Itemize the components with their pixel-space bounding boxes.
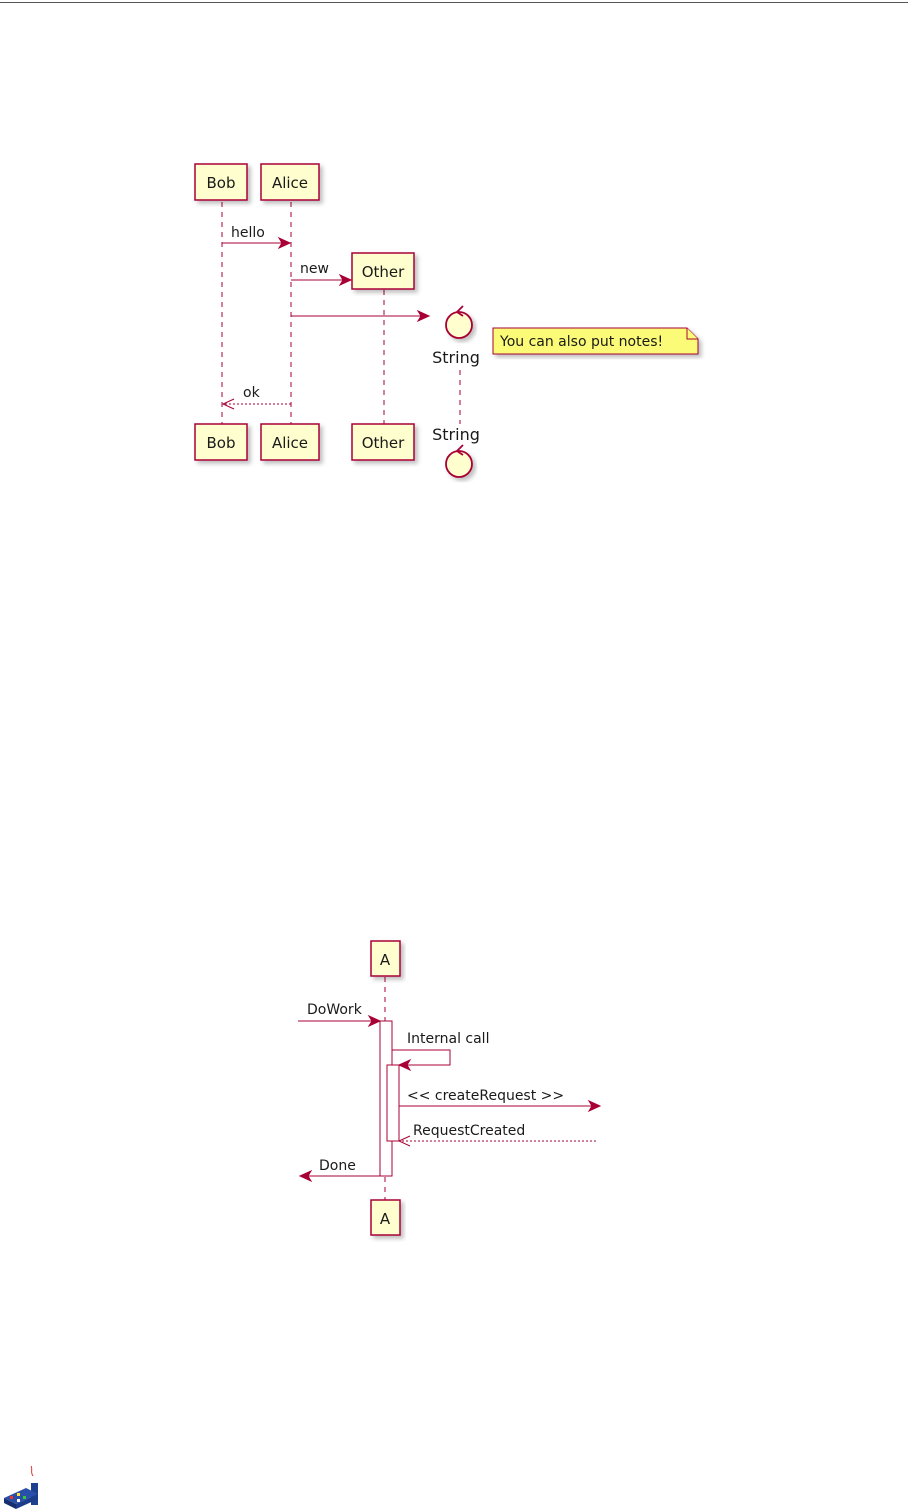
open-arrowhead-icon — [221, 398, 235, 410]
message-label: << createRequest >> — [407, 1088, 564, 1104]
message-label: RequestCreated — [413, 1123, 525, 1139]
message-done: Done — [298, 1158, 380, 1183]
sequence-diagram-1: Bob Alice hello new Other — [194, 163, 699, 478]
message-create-string — [291, 309, 431, 323]
message-request-created: RequestCreated — [397, 1123, 598, 1147]
participant-label: A — [380, 1210, 391, 1228]
message-label: hello — [231, 225, 265, 241]
logo-icon — [4, 1465, 38, 1509]
participant-label: String — [432, 425, 480, 444]
message-ok: ok — [221, 385, 291, 410]
message-create-request: << createRequest >> — [399, 1088, 602, 1113]
participant-string-created: String — [432, 305, 480, 367]
participant-label: Bob — [207, 434, 236, 452]
arrowhead-icon — [338, 273, 353, 287]
control-icon — [445, 450, 473, 478]
message-label: Done — [319, 1158, 356, 1174]
arrowhead-icon — [298, 1169, 313, 1183]
message-new: new — [291, 261, 353, 287]
arrowhead-icon — [397, 1058, 412, 1072]
participant-a-top: A — [370, 940, 401, 977]
participant-alice-bottom: Alice — [260, 423, 320, 461]
message-label: ok — [243, 385, 261, 401]
note: You can also put notes! — [492, 327, 699, 355]
note-text: You can also put notes! — [499, 334, 663, 350]
participant-bob-top: Bob — [194, 163, 248, 201]
participant-string-bottom: String — [432, 425, 480, 478]
control-icon — [445, 311, 473, 339]
arrowhead-icon — [277, 236, 292, 250]
message-label: new — [300, 261, 329, 277]
participant-label: String — [432, 348, 480, 367]
participant-label: A — [380, 951, 391, 969]
message-label: Internal call — [407, 1031, 489, 1047]
arrowhead-icon — [367, 1014, 382, 1028]
participant-label: Bob — [207, 174, 236, 192]
message-dowork: DoWork — [298, 1002, 382, 1028]
participant-label: Alice — [272, 174, 308, 192]
sequence-diagram-2: A DoWork Internal call << createRequest … — [298, 940, 602, 1236]
participant-bob-bottom: Bob — [194, 423, 248, 461]
participant-other-bottom: Other — [351, 423, 415, 461]
participant-a-bottom: A — [370, 1199, 401, 1236]
message-label: DoWork — [307, 1002, 363, 1018]
activation-bar-inner — [386, 1064, 400, 1142]
participant-label: Other — [362, 263, 405, 281]
open-arrowhead-icon — [397, 1135, 411, 1147]
participant-other-created: Other — [351, 252, 415, 290]
participant-label: Alice — [272, 434, 308, 452]
participant-label: Other — [362, 434, 405, 452]
arrowhead-icon — [416, 309, 431, 323]
message-hello: hello — [222, 225, 292, 250]
arrowhead-icon — [587, 1099, 602, 1113]
page-top-rule — [0, 2, 908, 3]
message-internal-call: Internal call — [392, 1031, 489, 1072]
participant-alice-top: Alice — [260, 163, 320, 201]
